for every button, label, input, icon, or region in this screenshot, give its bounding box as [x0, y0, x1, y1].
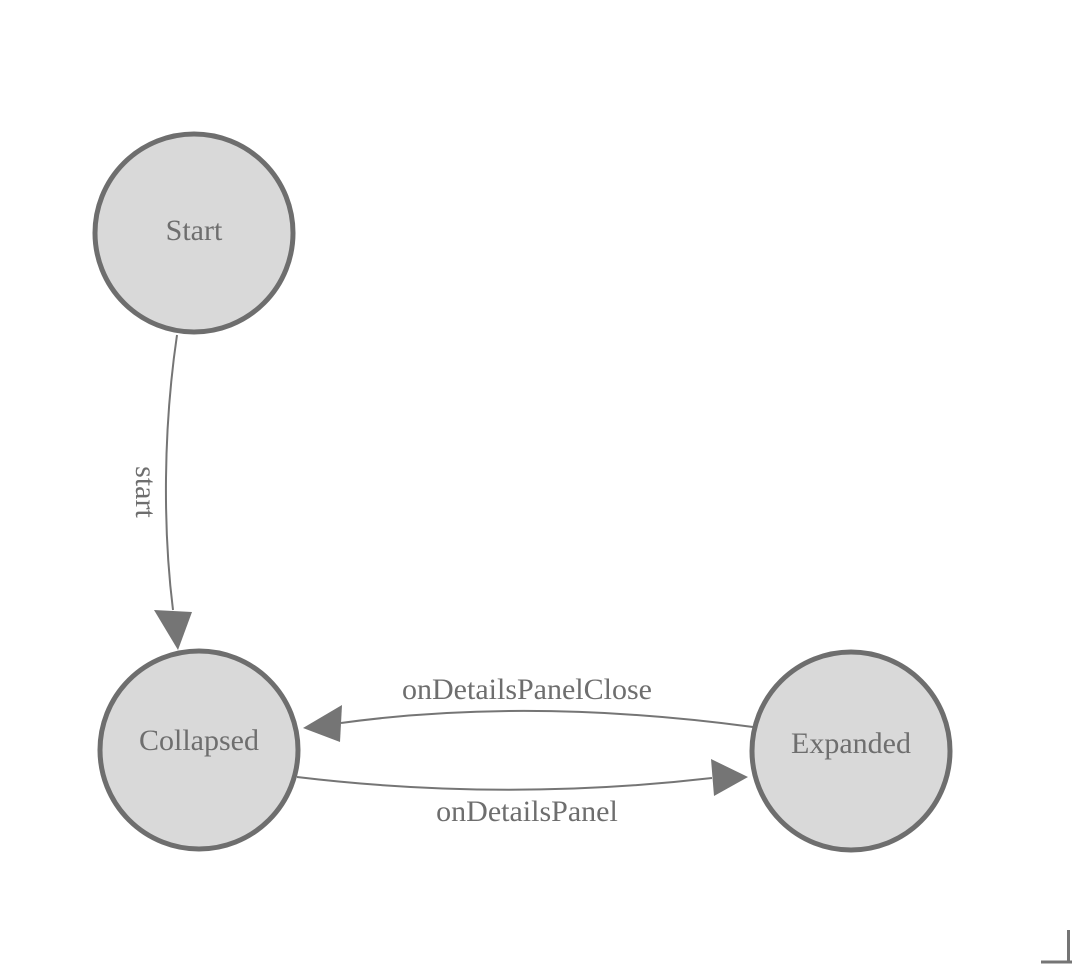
state-node-start[interactable]: Start: [92, 131, 296, 335]
state-circle-start[interactable]: [92, 131, 296, 335]
transition-close-path[interactable]: [340, 709, 754, 728]
transition-start-label: start: [129, 466, 162, 518]
transition-start: start: [129, 334, 192, 650]
transition-close-arrowhead-icon: [303, 705, 342, 742]
transition-open-path[interactable]: [296, 776, 713, 791]
paper-corner-border: [1041, 930, 1072, 964]
state-node-expanded[interactable]: Expanded: [749, 649, 953, 853]
state-circle-expanded[interactable]: [749, 649, 953, 853]
state-label-expanded: Expanded: [791, 727, 911, 760]
state-label-start: Start: [166, 214, 223, 247]
state-circle-collapsed[interactable]: [97, 648, 301, 852]
transition-start-arrowhead-icon: [154, 610, 192, 650]
transition-close-label: onDetailsPanelClose: [402, 673, 652, 706]
transition-open-arrowhead-icon: [711, 759, 748, 796]
transition-open-label: onDetailsPanel: [436, 795, 618, 828]
state-label-collapsed: Collapsed: [139, 724, 259, 757]
state-node-collapsed[interactable]: Collapsed: [97, 648, 301, 852]
transition-close: onDetailsPanelClose: [303, 673, 754, 742]
transition-open: onDetailsPanel: [296, 759, 748, 828]
transition-start-path[interactable]: [164, 334, 178, 611]
